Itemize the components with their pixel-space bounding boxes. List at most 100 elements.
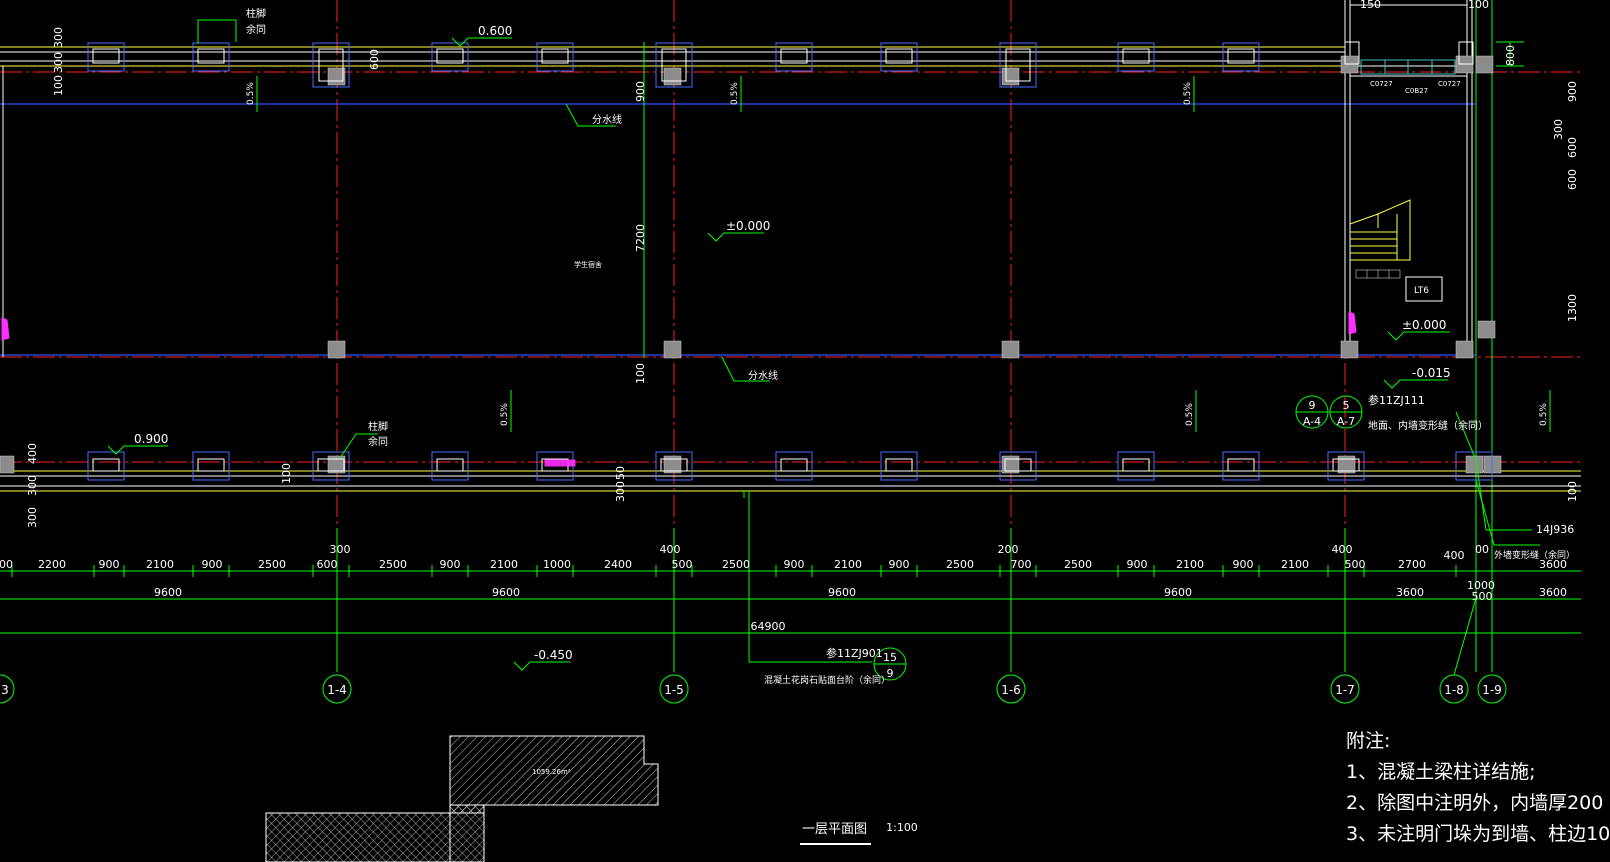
axis-bubble-labels: 3 1-4 1-5 1-6 1-7 1-8 1-9 [1, 683, 1502, 697]
dim-text: 2500 [379, 558, 407, 571]
dim-text: 2200 [38, 558, 66, 571]
dim-text: 600 [317, 558, 338, 571]
slope-text: 0.5% [1183, 82, 1193, 105]
dim-text: 00 [1475, 543, 1489, 556]
elevation-text: ±0.000 [726, 219, 770, 233]
total-length: 64900 [751, 620, 786, 633]
detail-ref-top: 9 [1309, 399, 1316, 412]
dim-text: 400 [1332, 543, 1353, 556]
windows-top [87, 42, 1260, 88]
dim-text: 900 [202, 558, 223, 571]
dim-text: 300 [614, 481, 627, 502]
dim-text: 900 [440, 558, 461, 571]
dim-text: 900 [1233, 558, 1254, 571]
site-hatch-area [265, 735, 659, 862]
slope-text: 0.5% [500, 403, 510, 426]
ref-14j936: 14J936 [1536, 523, 1574, 536]
stair-label: LT6 [1414, 286, 1429, 296]
axis-label: 1-6 [1001, 683, 1021, 697]
window-tag: C0B27 [1405, 87, 1428, 95]
detail-ref-circles [873, 395, 1363, 681]
detail-ref-bottom: 9 [887, 667, 894, 680]
dim-text: 100 [1566, 481, 1579, 502]
dim-text: 900 [889, 558, 910, 571]
detail-ref-top: 5 [1343, 399, 1350, 412]
note-item: 1、混凝土梁柱详结施; [1346, 761, 1536, 783]
axis-label: 1-9 [1482, 683, 1502, 697]
dim-text: 100 [52, 75, 65, 96]
dim-row1-above-labels: 300 400 200 400 400 00 [330, 543, 1490, 562]
dim-text: 900 [1127, 558, 1148, 571]
dim-text: 500 [1345, 558, 1366, 571]
dim-text: 300 [26, 475, 39, 496]
slope-text: 0.5% [1185, 403, 1195, 426]
column-foot-label: 柱脚 [246, 7, 266, 20]
elevation-text: ±0.000 [1402, 318, 1446, 332]
detail-ref-bottom: A-4 [1303, 415, 1321, 428]
notes-heading: 附注: [1346, 730, 1391, 752]
dim-text: 300 [52, 27, 65, 48]
dim-text: 9600 [828, 586, 856, 599]
dim-text: 100 [1468, 0, 1489, 11]
detail-ref-bottom: A-7 [1337, 415, 1355, 428]
dim-text: 9600 [492, 586, 520, 599]
dim-text: 300 [330, 543, 351, 556]
window-tag: C0727 [1438, 80, 1461, 88]
notes-panel: 附注: 1、混凝土梁柱详结施; 2、除图中注明外，内墙厚200 3、未注明门垛为… [1346, 726, 1610, 850]
dimension-ticks-row1 [11, 565, 1457, 577]
dim-text: 500 [672, 558, 693, 571]
dim-text: 7200 [634, 224, 647, 252]
slope-labels: 0.5% 0.5% 0.5% 0.5% 0.5% 0.5% [246, 82, 1549, 426]
window-tag: C0727 [1370, 80, 1393, 88]
dim-text: 2100 [1281, 558, 1309, 571]
elevation-labels: 0.600 ±0.000 ±0.000 -0.015 0.900 -0.450 [134, 24, 1451, 662]
stair-room-walls [1344, 0, 1473, 357]
dim-text: 300 [26, 507, 39, 528]
dim-text: 2100 [146, 558, 174, 571]
elevation-symbols [107, 37, 1450, 671]
dim-text: 2500 [1064, 558, 1092, 571]
dim-text: 100 [634, 363, 647, 384]
dim-text: 400 [660, 543, 681, 556]
dim-text: 1300 [1566, 294, 1579, 322]
dim-row1-labels: 00 2200 900 2100 900 2500 600 2500 900 2… [0, 558, 1567, 592]
step-note: 混凝土花岗石贴面台阶（余同） [764, 674, 890, 686]
dim-text: 300 [52, 52, 65, 73]
dim-text: 2500 [722, 558, 750, 571]
dim-text: 100 [280, 463, 293, 484]
dim-text: 2100 [834, 558, 862, 571]
drain-line-label: 分水线 [748, 369, 778, 382]
dim-text: 2500 [946, 558, 974, 571]
stair-label-box [1405, 276, 1443, 302]
stair-room-windows [1360, 59, 1456, 75]
stair [1349, 199, 1411, 261]
elevation-text: 0.900 [134, 432, 168, 446]
dim-text: 9600 [154, 586, 182, 599]
axis-label: 1-8 [1444, 683, 1464, 697]
dim-text: 400 [1444, 549, 1465, 562]
dim-text: 200 [998, 543, 1019, 556]
elevation-text: -0.015 [1412, 366, 1451, 380]
dim-text: 2400 [604, 558, 632, 571]
mid-vertical-dims: 900 7200 100 600 300 50 100 [280, 49, 647, 502]
room-name: 学生宿舍 [574, 260, 602, 269]
elevation-text: -0.450 [534, 648, 573, 662]
top-right-dims: 150 100 [1360, 0, 1489, 11]
dim-text: 900 [634, 81, 647, 102]
axis-label: 3 [1, 683, 9, 697]
dim-text: 50 [614, 466, 627, 480]
axis-lines [0, 0, 1581, 528]
columns [0, 55, 1502, 474]
dim-text: 300 [1552, 119, 1565, 140]
slope-text: 0.5% [246, 82, 256, 105]
dim-text: 600 [368, 49, 381, 70]
dim-text: 9600 [1164, 586, 1192, 599]
dim-text: 00 [0, 558, 13, 571]
axis-bubbles [0, 597, 1507, 704]
stair-room-columns-top [1344, 41, 1474, 65]
leader-lines [197, 19, 1540, 546]
dim-text: 500 [1472, 590, 1493, 603]
stair-floor-pattern [1355, 269, 1401, 279]
axis-label: 1-7 [1335, 683, 1355, 697]
